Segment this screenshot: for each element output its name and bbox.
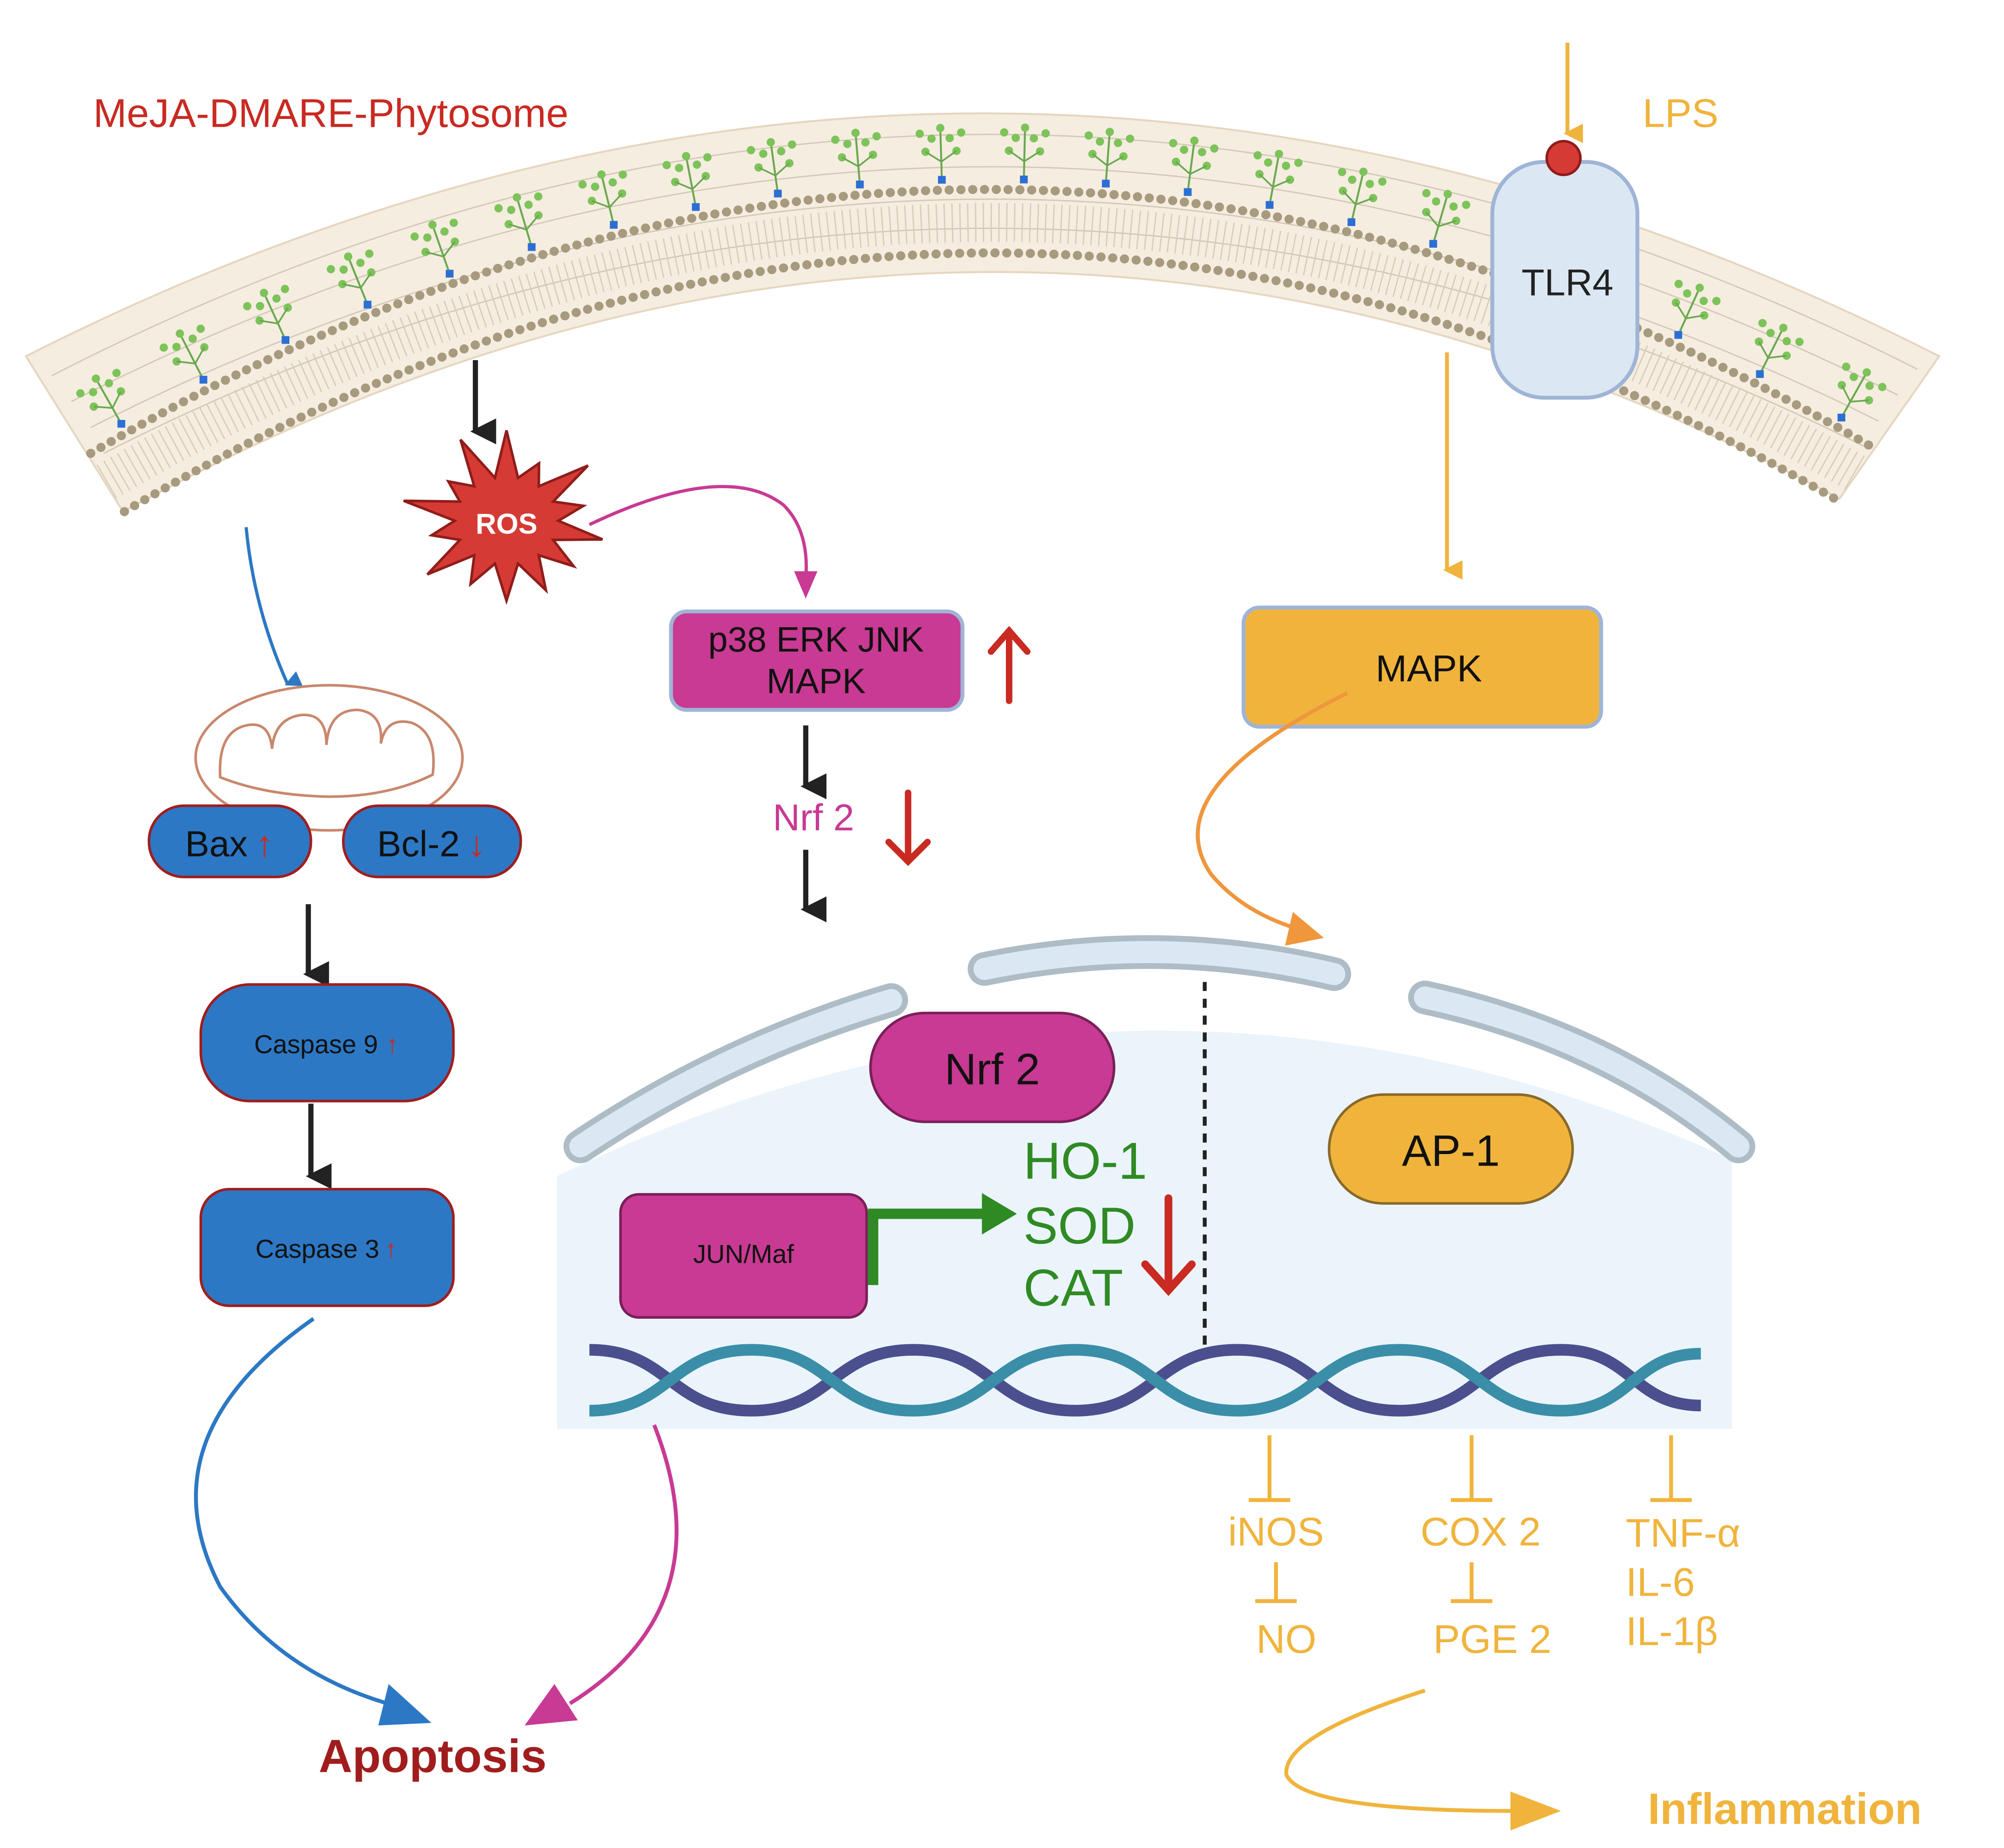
pge2-label: PGE 2 xyxy=(1433,1617,1551,1662)
glycoprotein xyxy=(1000,123,1050,184)
caspase9-node xyxy=(199,983,455,1103)
glycoprotein xyxy=(326,249,376,309)
glycoprotein xyxy=(1837,362,1887,421)
p38-line1: p38 ERK JNK xyxy=(708,620,924,659)
transcription-arrow-head xyxy=(982,1193,1017,1235)
caspase3-node xyxy=(199,1188,455,1307)
cox2-label: COX 2 xyxy=(1420,1509,1541,1554)
glycoprotein xyxy=(76,369,126,428)
nucleus: Nrf 2 AP-1 JUN/Maf HO-1 SOD CAT xyxy=(557,935,1755,1429)
ros-label: ROS xyxy=(476,508,538,540)
p38-line2: MAPK xyxy=(766,662,866,701)
ho1-label: HO-1 xyxy=(1023,1132,1147,1190)
glycoprotein xyxy=(1253,149,1303,209)
glycoprotein xyxy=(1671,279,1721,339)
il6-label: IL-6 xyxy=(1626,1560,1695,1605)
mapk-node xyxy=(1241,605,1603,729)
nuclear-envelope-right-inner xyxy=(1414,986,1750,1158)
glycoprotein xyxy=(831,128,881,189)
sod-label: SOD xyxy=(1023,1196,1136,1254)
ros-burst xyxy=(403,430,603,605)
inhibition-markers xyxy=(1249,1435,1692,1603)
no-label: NO xyxy=(1256,1617,1316,1662)
ap1-label: AP-1 xyxy=(1402,1126,1500,1175)
glycoprotein xyxy=(747,138,796,198)
glycoprotein xyxy=(1169,136,1219,196)
to-inflammation-curve xyxy=(1284,1688,1516,1813)
glycoprotein xyxy=(243,285,292,344)
nrf2-down-arrow xyxy=(885,789,931,866)
mitochondrion xyxy=(194,684,464,832)
bax-text: Bax↑ xyxy=(185,823,274,864)
glycoprotein xyxy=(578,170,627,229)
dna-strand-dark xyxy=(589,1344,1701,1417)
inflammation-label: Inflammation xyxy=(1648,1784,1922,1833)
mapk-to-ap1-arrowhead xyxy=(1285,912,1324,946)
nrf2-nucleus-label: Nrf 2 xyxy=(945,1044,1040,1094)
ros-to-mapk-curve xyxy=(589,485,808,580)
bcl2-node xyxy=(342,804,522,878)
cell-membrane xyxy=(24,112,1941,517)
caspase3-apoptosis-arrowhead xyxy=(378,1684,432,1726)
membrane-glycocalyx-band xyxy=(24,112,1941,513)
lps-label: LPS xyxy=(1643,91,1718,135)
dna-strand-teal xyxy=(589,1344,1701,1417)
dna-apoptosis-arrowhead xyxy=(524,1684,578,1726)
nrf2-nucleus-node xyxy=(869,1012,1115,1123)
glycoprotein xyxy=(1755,319,1804,378)
apoptosis-label: Apoptosis xyxy=(319,1730,547,1783)
ap1-node xyxy=(1328,1093,1574,1205)
glycoprotein xyxy=(915,123,966,184)
membrane-glycoproteins xyxy=(76,123,1887,428)
inos-label: iNOS xyxy=(1228,1509,1324,1554)
bax-node xyxy=(147,804,312,878)
glycoprotein xyxy=(1422,189,1471,248)
phytosome-to-mitochondria-arrow xyxy=(244,527,303,686)
to-inflammation-arrowhead xyxy=(1510,1791,1561,1831)
dna-to-apoptosis-curve xyxy=(569,1424,679,1705)
jun-maf-label: JUN/Maf xyxy=(693,1240,794,1269)
nuclear-envelope-top-inner xyxy=(973,941,1345,985)
tlr4-label: TLR4 xyxy=(1522,262,1613,304)
phytosome-label: MeJA-DMARE-Phytosome xyxy=(93,91,569,135)
nrf2-cyto-label: Nrf 2 xyxy=(773,796,854,838)
lps-binding-dot xyxy=(1545,140,1582,177)
ros-to-mapk-arrowhead xyxy=(794,571,817,599)
antioxidant-down-arrow xyxy=(1141,1194,1196,1296)
glycoprotein xyxy=(662,152,712,211)
caspase3-to-apoptosis-curve xyxy=(194,1317,402,1709)
cat-label: CAT xyxy=(1023,1259,1123,1317)
glycoprotein xyxy=(494,192,543,251)
tlr4-receptor: TLR4 xyxy=(1490,140,1640,400)
caspase3-text: Caspase 3↑ xyxy=(256,1235,398,1264)
jun-maf-node xyxy=(619,1193,868,1319)
tnfa-label: TNF-α xyxy=(1626,1511,1740,1555)
glycoprotein xyxy=(159,324,209,384)
mapk-to-ap1-curve xyxy=(1196,691,1348,932)
glycoprotein xyxy=(1338,168,1387,226)
glycoprotein xyxy=(1085,128,1134,188)
glycoprotein xyxy=(410,219,459,278)
nuclear-envelope-left-inner xyxy=(569,989,903,1158)
caspase9-text: Caspase 9↑ xyxy=(254,1030,399,1059)
mapk-up-arrow xyxy=(987,626,1031,704)
transcription-arrow xyxy=(868,1208,985,1285)
mapk-label: MAPK xyxy=(1376,648,1482,690)
il1b-label: IL-1β xyxy=(1626,1609,1718,1654)
p38-erk-jnk-mapk-node xyxy=(669,609,965,712)
bcl2-text: Bcl-2↓ xyxy=(377,823,486,864)
